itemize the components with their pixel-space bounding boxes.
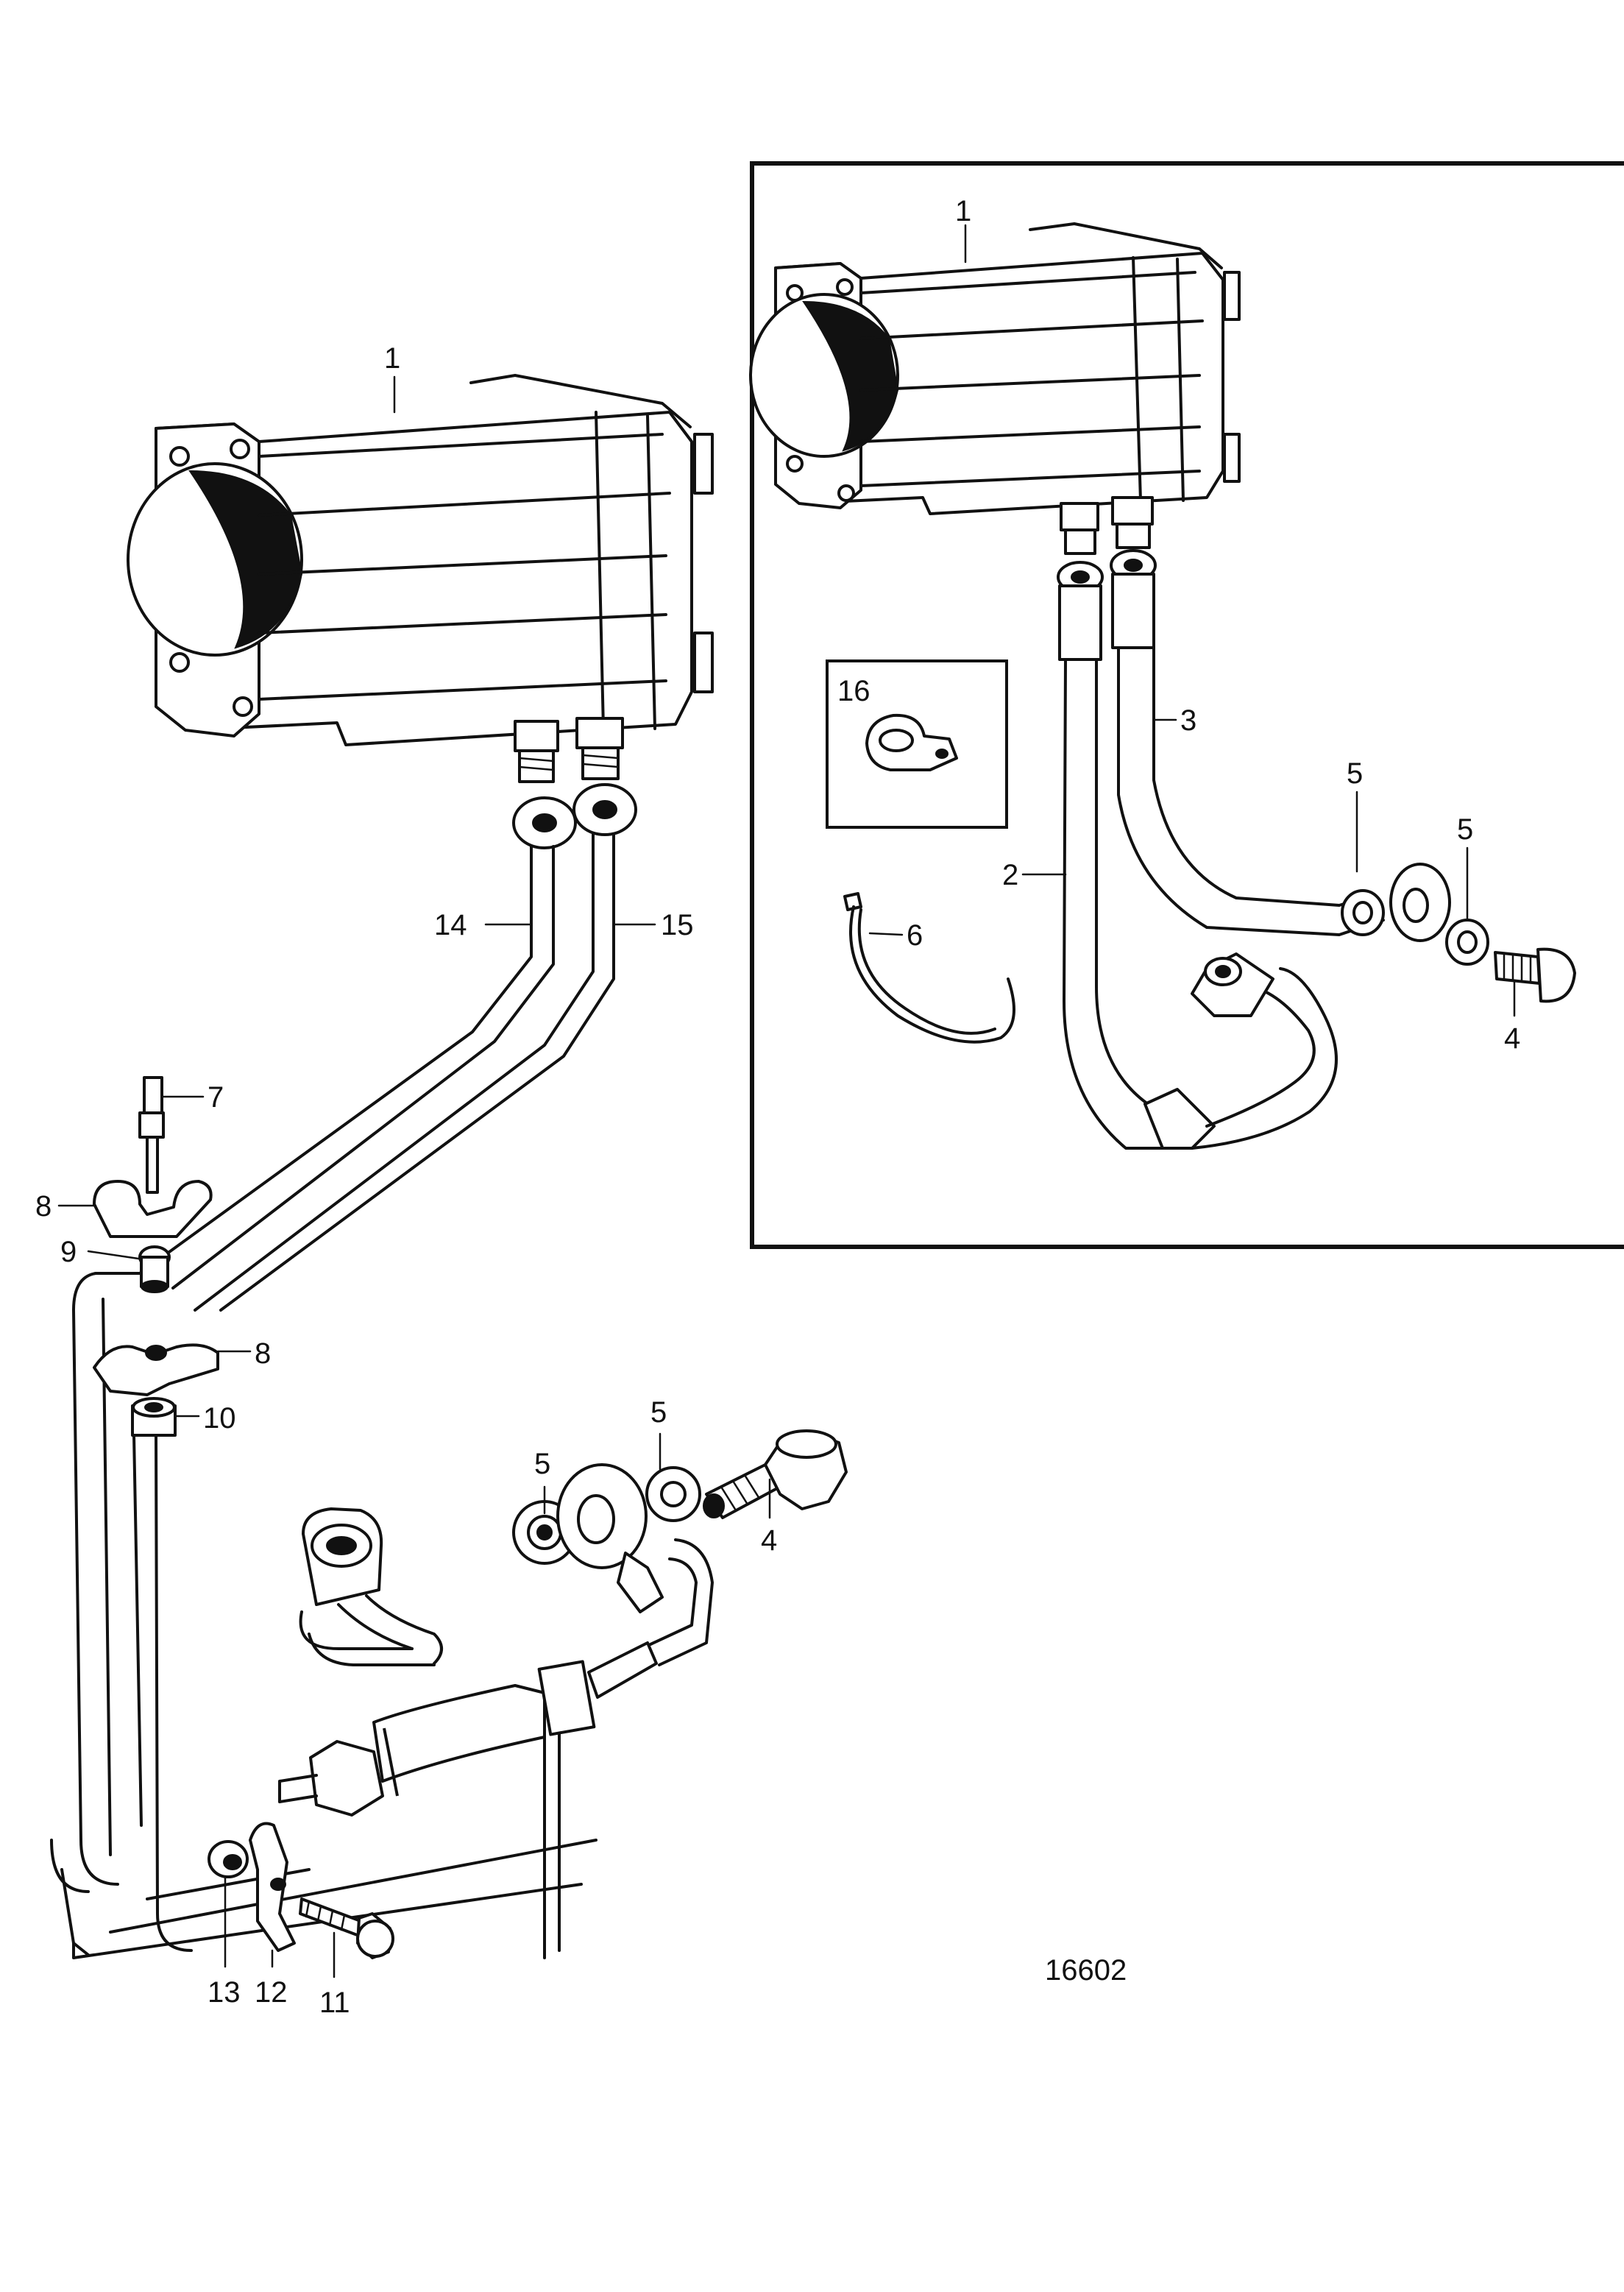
lower-bracket-assembly <box>208 1822 394 1959</box>
callout-main-5a: 5 <box>534 1448 550 1480</box>
callout-leaders <box>57 224 1516 1978</box>
callout-inset-2: 2 <box>1002 859 1018 891</box>
upper-clamp-assembly <box>93 1076 213 1293</box>
lower-clamp-assembly <box>93 1343 219 1437</box>
callout-inset-6: 6 <box>907 919 923 952</box>
callout-main-9: 9 <box>60 1236 77 1268</box>
callout-main-8a: 8 <box>35 1190 52 1223</box>
callout-main-12: 12 <box>255 1976 288 2009</box>
callout-main-8b: 8 <box>255 1337 271 1370</box>
callout-main-13: 13 <box>208 1976 241 2009</box>
callout-inset-3: 3 <box>1180 704 1196 737</box>
callout-main-1: 1 <box>384 342 400 375</box>
figure-number: 16602 <box>1045 1954 1127 1987</box>
inset-fittings <box>1057 496 1157 661</box>
callout-labels: 1 14 15 7 8 9 8 10 5 5 4 13 12 11 1 16 3… <box>35 195 1520 2019</box>
clamp-16-box <box>826 659 1008 829</box>
oil-hose-assembly-main <box>278 1507 714 1817</box>
inset-frame <box>750 161 1624 1249</box>
callout-main-10: 10 <box>203 1402 236 1435</box>
heat-exchanger-main <box>127 374 714 746</box>
callout-inset-5a: 5 <box>1347 757 1363 790</box>
callout-main-14: 14 <box>434 909 467 941</box>
callout-inset-4: 4 <box>1504 1022 1520 1055</box>
callout-inset-16: 16 <box>837 675 870 707</box>
inset-hoses <box>1063 646 1385 1150</box>
callout-main-5b: 5 <box>650 1396 667 1429</box>
banjo-fitting-inset <box>1341 863 1576 1003</box>
heat-exchanger-inset <box>749 222 1241 515</box>
callout-main-4: 4 <box>761 1524 777 1557</box>
callout-main-11: 11 <box>319 1987 350 2019</box>
banjo-fitting-main <box>512 1429 848 1613</box>
callout-main-7: 7 <box>208 1081 224 1114</box>
cable-tie-6 <box>843 892 1015 1044</box>
callout-inset-1: 1 <box>955 195 971 227</box>
callout-inset-5b: 5 <box>1457 813 1473 846</box>
main-fittings <box>512 717 637 849</box>
callout-main-15: 15 <box>661 909 694 941</box>
